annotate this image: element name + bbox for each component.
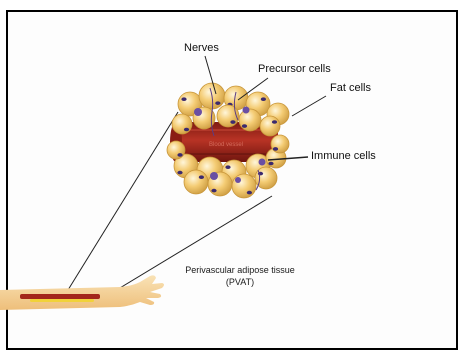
fat-cell: [184, 170, 208, 194]
cell-nucleus: [177, 153, 182, 157]
fat-cell: [232, 174, 256, 198]
immune-cell: [259, 159, 266, 166]
label-precursor-cells: Precursor cells: [258, 63, 331, 75]
caption-line-1: Perivascular adipose tissue: [170, 265, 310, 275]
immune-cell: [235, 177, 241, 183]
immune-cell: [210, 172, 218, 180]
caption-line-2: (PVAT): [170, 277, 310, 287]
label-fat-cells: Fat cells: [330, 82, 371, 94]
cell-nucleus: [199, 175, 204, 179]
leader-fat: [292, 96, 326, 116]
cell-nucleus: [242, 124, 247, 128]
fat-cell: [239, 109, 261, 131]
arm-pvat-band: [30, 299, 94, 302]
fat-cell: [217, 105, 239, 127]
label-nerves: Nerves: [184, 42, 219, 54]
arm: [0, 275, 164, 310]
cell-nucleus: [225, 165, 230, 169]
vessel-label: Blood vessel: [209, 142, 243, 148]
cell-nucleus: [273, 147, 278, 151]
cell-nucleus: [181, 97, 186, 101]
fat-cell: [260, 116, 280, 136]
cell-nucleus: [215, 101, 220, 105]
cell-nucleus: [272, 120, 277, 124]
cell-nucleus: [184, 128, 189, 132]
fat-cell: [271, 135, 289, 153]
immune-cell: [194, 108, 202, 116]
fat-cell: [167, 141, 185, 159]
cell-nucleus: [211, 189, 216, 193]
cell-nucleus: [230, 120, 235, 124]
cell-nucleus: [268, 162, 273, 166]
arm-vessel: [20, 294, 100, 299]
cell-nucleus: [177, 171, 182, 175]
immune-cell: [243, 107, 250, 114]
label-immune-cells: Immune cells: [311, 150, 376, 162]
cell-nucleus: [261, 97, 266, 101]
cell-nucleus: [247, 191, 252, 195]
fat-cell: [172, 114, 192, 134]
